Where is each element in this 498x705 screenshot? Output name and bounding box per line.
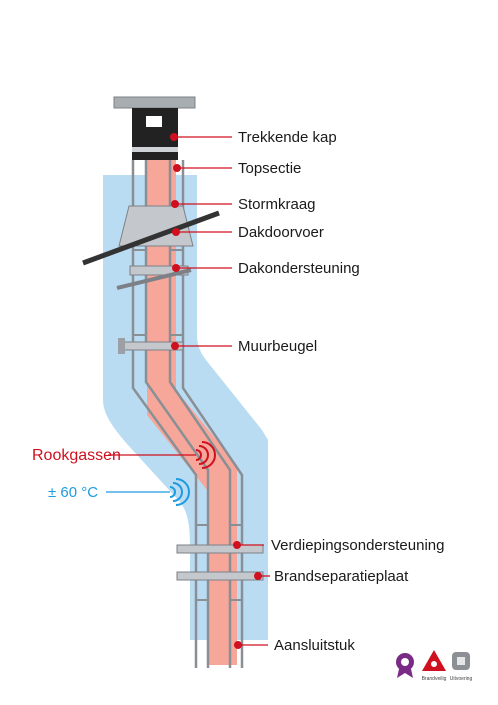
label-verdiepingsondersteuning: Verdiepingsondersteuning	[271, 537, 444, 554]
label-dakondersteuning: Dakondersteuning	[238, 260, 360, 277]
label-topsectie: Topsectie	[238, 160, 301, 177]
temperature-wave-icon	[169, 478, 190, 506]
label-stormkraag: Stormkraag	[238, 196, 316, 213]
flue-gas-wave-icon	[195, 441, 216, 469]
label-aansluitstuk: Aansluitstuk	[274, 637, 355, 654]
label-trekkende-kap: Trekkende kap	[238, 129, 337, 146]
fire-safe-caption: Brandveilig	[422, 676, 447, 682]
label-muurbeugel: Muurbeugel	[238, 338, 317, 355]
label-rookgassen: Rookgassen	[32, 447, 121, 464]
quality-badge-icon	[396, 653, 414, 678]
roof-line	[82, 210, 220, 266]
storm-collar-shape	[118, 205, 194, 247]
fire-safe-icon: Brandveilig	[422, 650, 447, 682]
roof-support-shape	[116, 265, 192, 290]
pipe-joints	[133, 249, 242, 601]
label-dakdoorvoer: Dakdoorvoer	[238, 224, 324, 241]
chimney-cap	[113, 96, 196, 160]
execution-caption: Uitvoering	[450, 676, 473, 682]
execution-icon: Uitvoering	[450, 652, 473, 682]
callout-dots	[170, 133, 262, 649]
callout-lines	[108, 136, 270, 646]
label-brandseparatieplaat: Brandseparatieplaat	[274, 568, 409, 585]
label-temperatuur: ± 60 °C	[48, 484, 98, 501]
fire-separation-plate-shape	[176, 571, 264, 581]
floor-support-shape	[176, 544, 264, 554]
